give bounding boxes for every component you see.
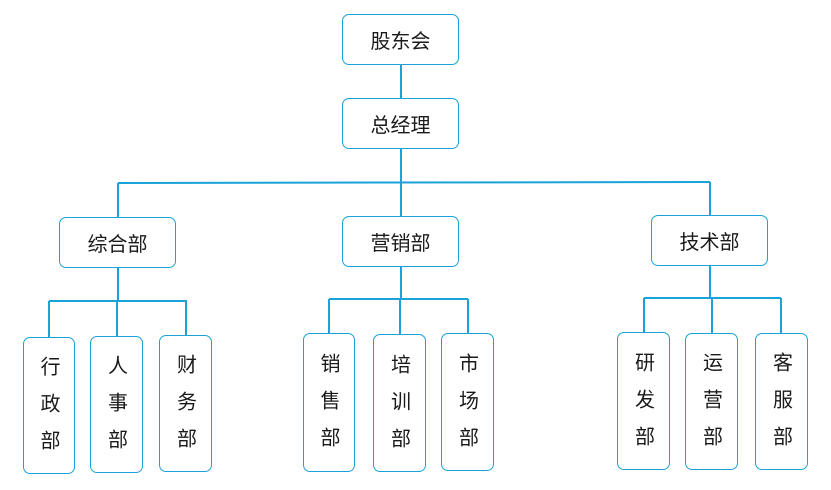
node-label: 技术部 — [679, 230, 740, 254]
node-label: 人事部 — [104, 355, 129, 466]
node-label: 综合部 — [87, 232, 148, 256]
node-label: 研发部 — [631, 351, 656, 463]
node-marketing-dept: 营销部 — [342, 216, 459, 267]
node-research-development: 研发部 — [617, 332, 670, 470]
node-label: 财务部 — [173, 354, 198, 465]
connector-dept-bus — [117, 181, 711, 184]
node-label: 运营部 — [699, 352, 724, 463]
node-label: 行政部 — [37, 356, 61, 467]
node-operations: 运营部 — [685, 333, 738, 470]
node-market: 市场部 — [441, 333, 494, 471]
node-human-resources: 人事部 — [90, 336, 143, 473]
node-technology-dept: 技术部 — [651, 215, 768, 266]
node-label: 营销部 — [370, 231, 431, 255]
node-label: 市场部 — [455, 352, 480, 464]
node-finance: 财务部 — [159, 335, 212, 472]
node-label: 培训部 — [387, 353, 412, 465]
node-shareholders-meeting: 股东会 — [342, 14, 459, 65]
node-customer-service: 客服部 — [755, 333, 808, 470]
node-label: 总经理 — [370, 113, 431, 137]
node-general-manager: 总经理 — [342, 98, 459, 149]
node-label: 股东会 — [370, 29, 431, 53]
node-label: 销售部 — [317, 353, 341, 464]
node-administration: 行政部 — [23, 337, 75, 474]
node-training: 培训部 — [373, 334, 426, 472]
node-general-affairs-dept: 综合部 — [59, 217, 176, 268]
node-label: 客服部 — [769, 352, 794, 463]
node-sales: 销售部 — [303, 333, 355, 472]
